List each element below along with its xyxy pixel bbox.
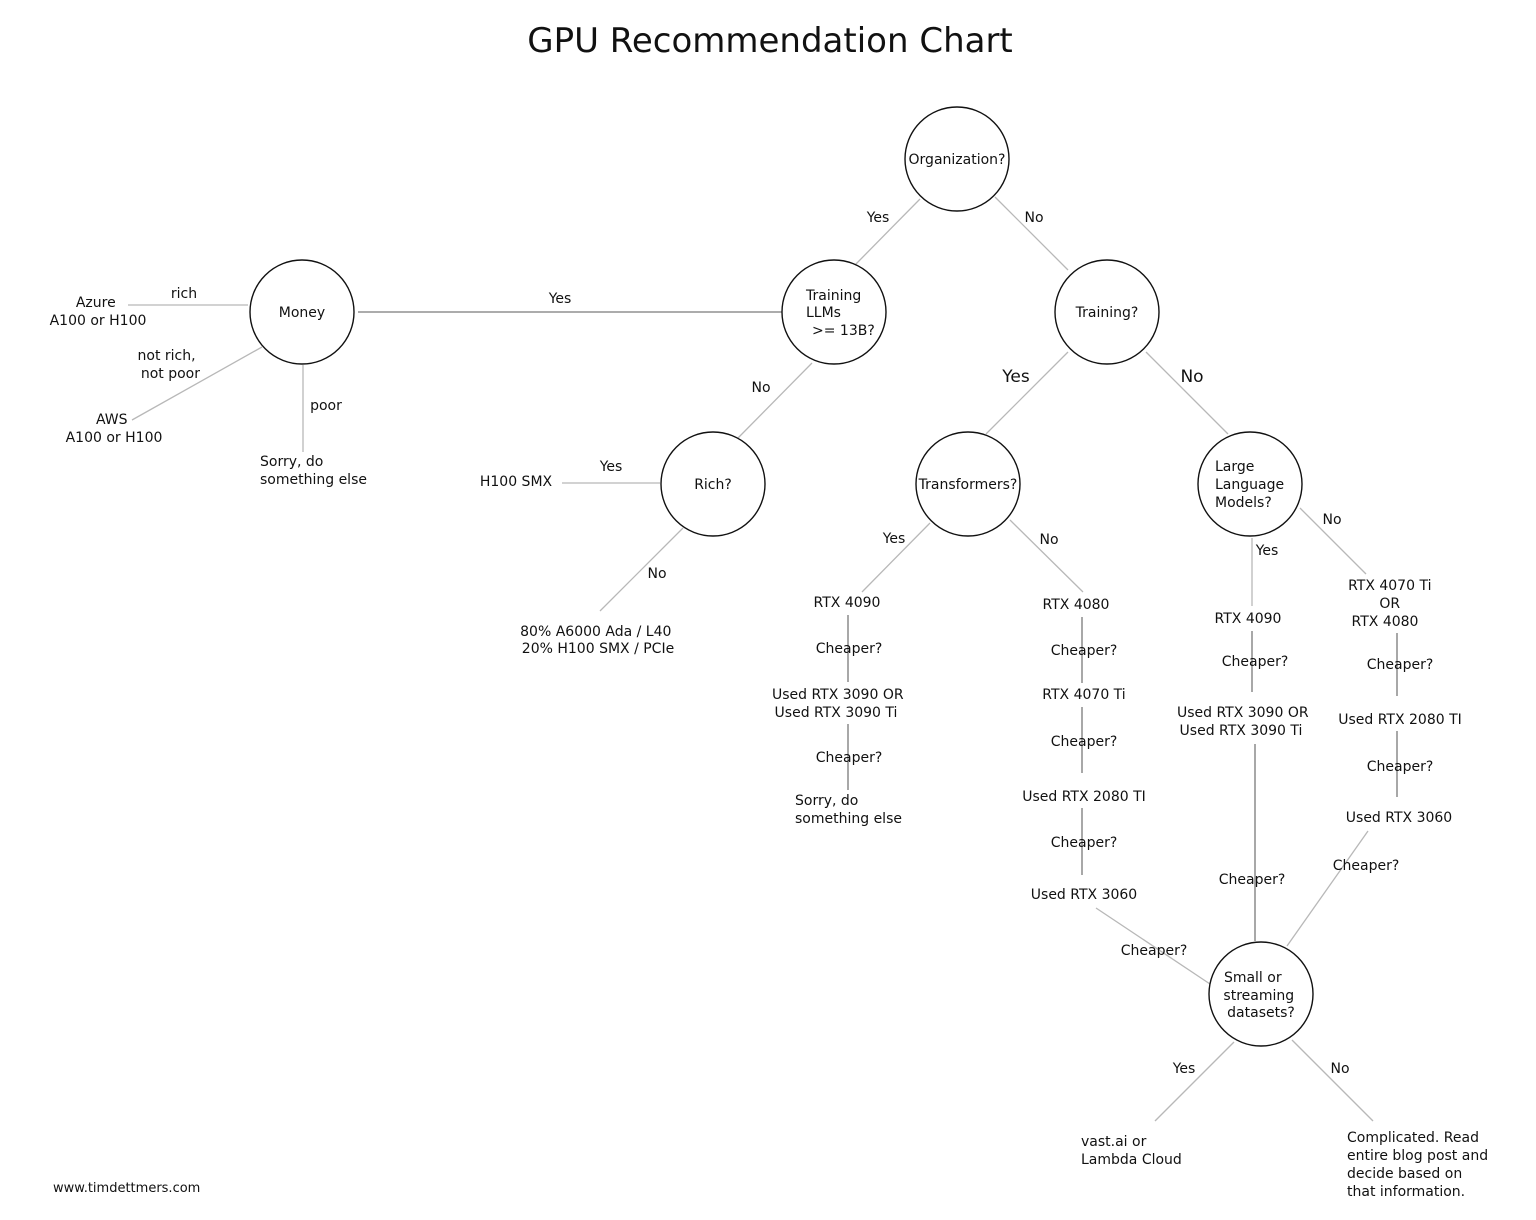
edges: [128, 196, 1398, 1122]
chain-item-used-3090: Used RTX 3090 OR Used RTX 3090 Ti: [772, 687, 908, 721]
edge-chain-ln-3: [1286, 830, 1369, 947]
node-small-or-streaming-label: Small or streaming datasets?: [1223, 970, 1298, 1021]
leaf-azure: Azure A100 or H100: [50, 295, 147, 329]
edge-org-no: [994, 196, 1069, 271]
chain-item-used-3060: Used RTX 3060: [1031, 887, 1137, 903]
edge-training-yes: [985, 351, 1069, 435]
edge-label-money-not-rich: not rich, not poor: [138, 348, 201, 382]
node-organization: Organization?: [904, 106, 1010, 212]
edge-label-training-yes: Yes: [1001, 367, 1030, 387]
edge-label-rich-no: No: [647, 566, 666, 582]
edge-label-money-poor: poor: [310, 398, 342, 414]
leaf-rich-no-mix: 80% A6000 Ada / L40 20% H100 SMX / PCIe: [520, 624, 676, 657]
edge-label-money-rich: rich: [171, 286, 197, 302]
chain-cheaper-label: Cheaper?: [1222, 654, 1289, 670]
edge-label-llms-no: No: [751, 380, 770, 396]
edge-small-no: [1291, 1039, 1374, 1122]
chain-cheaper-label: Cheaper?: [816, 641, 883, 657]
node-money-label: Money: [279, 305, 325, 321]
chain-item-rtx-4080: RTX 4080: [1043, 597, 1110, 613]
node-organization-label: Organization?: [909, 152, 1006, 168]
leaves: Azure A100 or H100 AWS A100 or H100 Sorr…: [50, 295, 1493, 1200]
leaf-vast-lambda: vast.ai or Lambda Cloud: [1081, 1134, 1182, 1168]
chain-cheaper-label: Cheaper?: [1051, 835, 1118, 851]
chain-cheaper-label: Cheaper?: [1051, 734, 1118, 750]
edge-chain-tn-4: [1095, 907, 1211, 985]
edge-org-yes: [854, 198, 921, 266]
chain-transformers-yes: RTX 4090 Cheaper? Used RTX 3090 OR Used …: [772, 595, 908, 827]
chain-cheaper-label: Cheaper?: [816, 750, 883, 766]
edge-llm-no: [1299, 507, 1367, 575]
chart-title: GPU Recommendation Chart: [527, 21, 1013, 61]
chain-llm-yes: RTX 4090 Cheaper? Used RTX 3090 OR Used …: [1177, 611, 1313, 888]
edge-label-transformers-no: No: [1039, 532, 1058, 548]
chain-item-rtx-4070-ti-or-4080: RTX 4070 Ti OR RTX 4080: [1348, 578, 1436, 630]
edge-label-llm-yes: Yes: [1255, 543, 1279, 559]
edge-label-training-no: No: [1180, 367, 1203, 387]
chain-item-rtx-4090: RTX 4090: [814, 595, 881, 611]
chain-llm-no: RTX 4070 Ti OR RTX 4080 Cheaper? Used RT…: [1333, 578, 1462, 874]
node-rich: Rich?: [660, 431, 766, 537]
node-small-or-streaming: Small or streaming datasets?: [1208, 941, 1314, 1047]
edge-label-rich-yes: Yes: [599, 459, 623, 475]
leaf-money-poor-sorry: Sorry, do something else: [260, 454, 367, 488]
edge-label-small-no: No: [1330, 1061, 1349, 1077]
node-training-llms-label: Training LLMs >= 13B?: [805, 288, 875, 339]
edge-label-llm-no: No: [1322, 512, 1341, 528]
chain-item-used-3090: Used RTX 3090 OR Used RTX 3090 Ti: [1177, 705, 1313, 739]
footer-website: www.timdettmers.com: [53, 1181, 200, 1196]
node-training-llms: Training LLMs >= 13B?: [781, 259, 887, 365]
chain-cheaper-label: Cheaper?: [1367, 759, 1434, 775]
edge-label-small-yes: Yes: [1172, 1061, 1196, 1077]
leaf-aws: AWS A100 or H100: [66, 412, 163, 446]
chain-cheaper-label: Cheaper?: [1219, 872, 1286, 888]
node-transformers-label: Transformers?: [918, 477, 1018, 493]
node-rich-label: Rich?: [694, 477, 732, 493]
edge-labels: Yes No Yes No rich not rich, not poor po…: [138, 210, 1350, 1077]
chain-cheaper-label: Cheaper?: [1121, 943, 1188, 959]
edge-llms-no: [737, 362, 813, 439]
chain-transformers-no: RTX 4080 Cheaper? RTX 4070 Ti Cheaper? U…: [1022, 597, 1187, 959]
chain-item-sorry: Sorry, do something else: [795, 793, 902, 827]
chain-item-used-2080: Used RTX 2080 TI: [1022, 789, 1146, 805]
edge-small-yes: [1154, 1041, 1235, 1122]
edge-label-llms-yes: Yes: [548, 291, 572, 307]
node-training: Training?: [1054, 259, 1160, 365]
chain-item-used-3060: Used RTX 3060: [1346, 810, 1452, 826]
chain-item-used-2080: Used RTX 2080 TI: [1338, 712, 1462, 728]
edge-money-not-rich: [131, 346, 263, 421]
chain-cheaper-label: Cheaper?: [1051, 643, 1118, 659]
edge-label-transformers-yes: Yes: [882, 531, 906, 547]
node-large-language-models: Large Language Models?: [1197, 431, 1303, 537]
node-money: Money: [249, 259, 355, 365]
edge-transformers-no: [1009, 519, 1084, 593]
edge-transformers-yes: [861, 522, 931, 593]
edge-label-org-no: No: [1024, 210, 1043, 226]
chain-item-rtx-4070-ti: RTX 4070 Ti: [1042, 687, 1125, 703]
chain-item-rtx-4090: RTX 4090: [1215, 611, 1282, 627]
edge-label-org-yes: Yes: [866, 210, 890, 226]
chain-cheaper-label: Cheaper?: [1367, 657, 1434, 673]
node-transformers: Transformers?: [915, 431, 1021, 537]
edge-rich-no: [599, 527, 684, 612]
leaf-complicated: Complicated. Read entire blog post and d…: [1347, 1130, 1493, 1200]
edge-training-no: [1145, 351, 1229, 435]
chain-cheaper-label: Cheaper?: [1333, 858, 1400, 874]
node-large-language-models-label: Large Language Models?: [1215, 459, 1289, 511]
leaf-h100-smx: H100 SMX: [480, 474, 553, 490]
node-training-label: Training?: [1075, 305, 1139, 321]
